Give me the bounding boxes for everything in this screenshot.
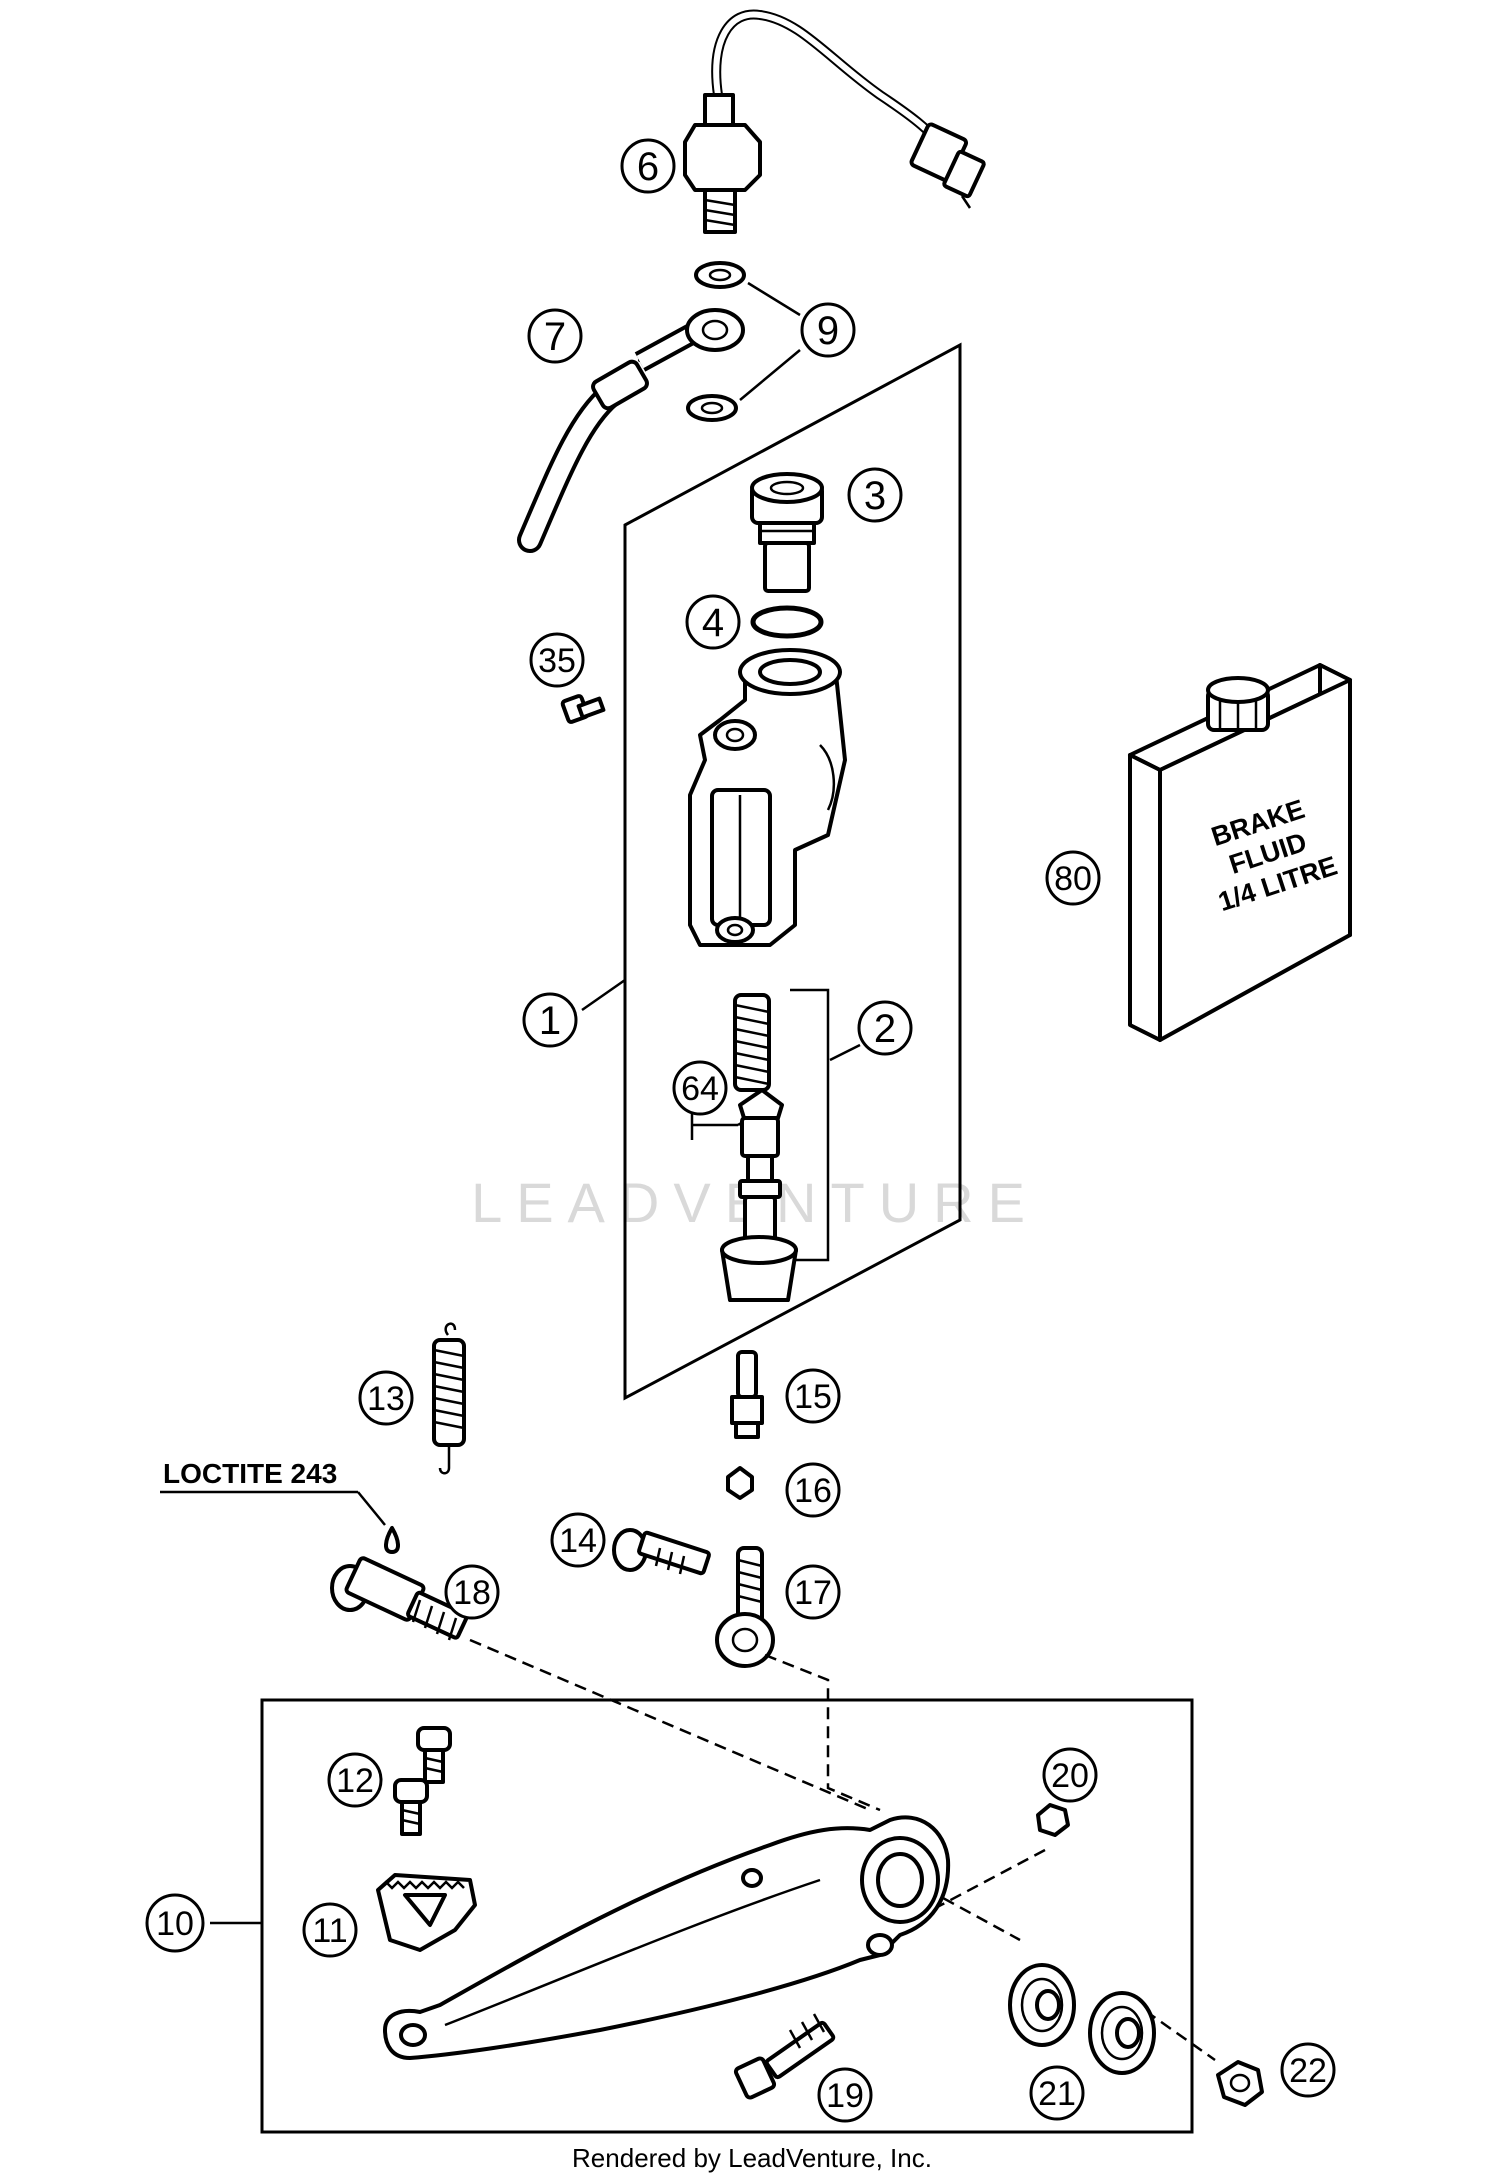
callout-12: 12 [327,1752,383,1808]
bolt-14 [612,1528,711,1576]
nut-20 [1036,1803,1070,1837]
bearing-1 [1008,1963,1076,2047]
svg-text:20: 20 [1051,1757,1089,1795]
callout-64: 64 [672,1060,728,1116]
bracket-2 [790,988,830,1262]
callout-17: 17 [785,1564,841,1620]
callout-6: 6 [620,138,676,194]
svg-text:15: 15 [794,1378,832,1416]
callout-4: 4 [685,594,741,650]
piston-spring [733,993,771,1092]
callout-21: 21 [1029,2065,1085,2121]
svg-text:4: 4 [702,601,724,645]
svg-text:17: 17 [794,1574,832,1612]
callout-20: 20 [1042,1747,1098,1803]
master-cylinder-group-panel [623,342,962,1401]
push-rod [715,1546,775,1668]
bleeder-screw [730,1350,764,1439]
piston [738,1088,784,1245]
footer-credit: Rendered by LeadVenture, Inc. [572,2143,932,2173]
svg-text:3: 3 [864,474,886,518]
callout-18: 18 [444,1564,500,1620]
svg-text:10: 10 [156,1905,194,1943]
leader-axle [1129,1998,1216,2062]
callout-15: 15 [785,1368,841,1424]
reservoir-cap [750,472,824,593]
callout-22: 22 [1280,2042,1336,2098]
svg-text:12: 12 [336,1762,374,1800]
nut-22 [1216,2060,1264,2107]
bracket-64 [690,1095,738,1140]
svg-text:1: 1 [539,999,561,1043]
bolt-19 [733,2013,836,2100]
footrest-screws [393,1726,452,1836]
brake-pedal-group-panel [260,1698,1194,2134]
callout-7: 7 [527,308,583,364]
svg-text:35: 35 [538,642,576,680]
brake-pedal-tip [376,1873,477,1952]
loctite-drop [384,1526,400,1554]
callout-10: 10 [145,1893,205,1953]
bolt-35 [560,694,606,724]
callout-16: 16 [785,1462,841,1518]
callout-80: 80 [1045,850,1101,906]
loctite-note: LOCTITE 243 [163,1458,337,1489]
svg-text:7: 7 [544,315,566,359]
cup-seal [720,1235,798,1302]
svg-text:11: 11 [312,1912,347,1950]
washer-upper [694,261,746,289]
washer-lower [686,394,738,422]
o-ring [750,605,824,639]
brake-hose [517,308,745,553]
return-spring [432,1322,466,1475]
svg-text:19: 19 [826,2077,864,2115]
leader-pivot [469,1638,871,1812]
callout-2: 2 [857,1000,913,1056]
callout-11: 11 [302,1902,358,1958]
nut-16 [726,1466,754,1500]
pressure-switch [683,9,986,234]
svg-text:18: 18 [453,1574,491,1612]
svg-text:64: 64 [681,1070,719,1108]
callout-35: 35 [529,632,585,688]
bearing-2 [1088,1991,1156,2075]
leader-pushrod [764,1653,881,1812]
svg-text:80: 80 [1054,860,1092,898]
callout-3: 3 [847,467,903,523]
svg-text:22: 22 [1289,2052,1327,2090]
callout-9: 9 [800,302,856,358]
svg-text:13: 13 [367,1380,405,1418]
svg-text:21: 21 [1038,2075,1076,2113]
svg-text:9: 9 [817,309,839,353]
svg-text:2: 2 [874,1007,896,1051]
callout-13: 13 [358,1370,414,1426]
brake-fluid-jug: BRAKE FLUID 1/4 LITRE [1128,663,1352,1042]
svg-text:16: 16 [794,1472,832,1510]
svg-text:6: 6 [637,145,659,189]
callout-14: 14 [550,1512,606,1568]
pivot-bolt [330,1556,469,1641]
callout-1: 1 [522,992,578,1048]
svg-text:14: 14 [559,1522,597,1560]
master-cylinder-body [688,648,847,947]
brake-pedal [383,1815,951,2060]
callout-19: 19 [817,2067,873,2123]
